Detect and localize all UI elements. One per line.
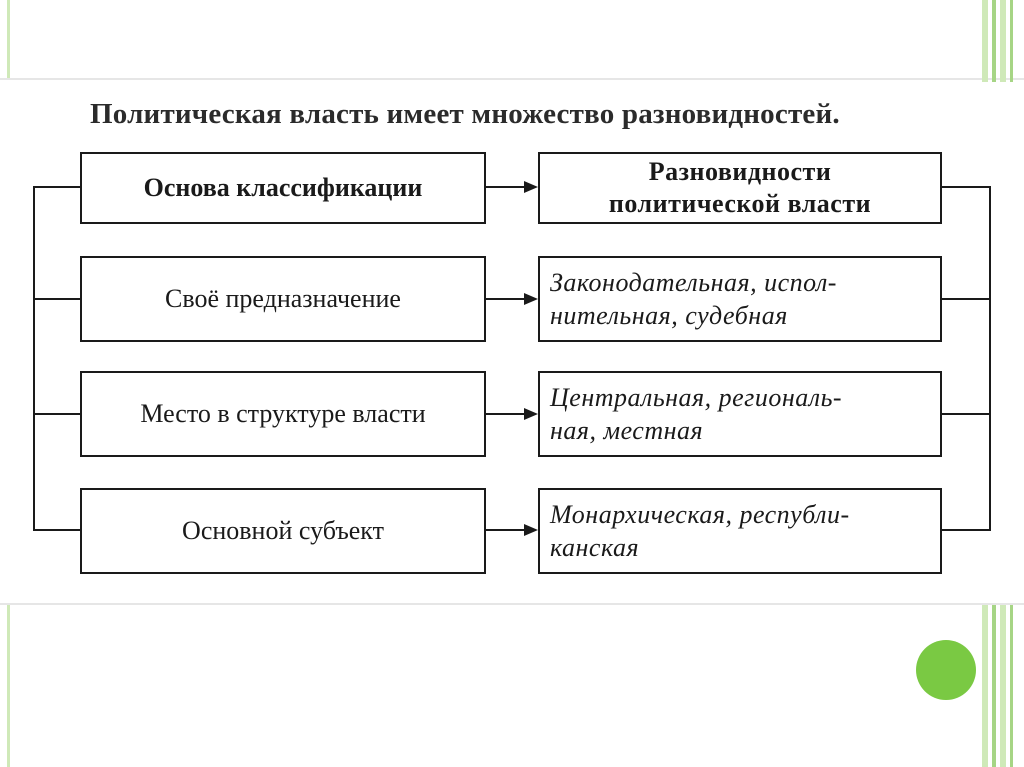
arrow-icon-2 xyxy=(486,293,538,305)
diagram-heading: Политическая власть имеет множество разн… xyxy=(90,98,840,130)
basis-box-purpose: Своё предназначение xyxy=(80,256,486,342)
basis-label: Своё предназначение xyxy=(165,284,401,313)
types-box-main-subject: Монархическая, республи- канская xyxy=(538,488,942,574)
types-box-purpose: Законодательная, испол- нительная, судеб… xyxy=(538,256,942,342)
types-line1: Законодательная, испол- xyxy=(550,268,837,297)
left-bracket-vertical xyxy=(33,187,35,531)
left-bracket-tick-4 xyxy=(33,529,81,531)
power-types-header-line1: Разновидности xyxy=(648,157,832,186)
basis-box-main-subject: Основной субъект xyxy=(80,488,486,574)
right-bracket-vertical xyxy=(989,187,991,531)
right-bracket-tick-2 xyxy=(941,298,991,300)
right-bracket-tick-1 xyxy=(941,186,991,188)
basis-label: Место в структуре власти xyxy=(140,399,426,428)
arrow-icon-4 xyxy=(486,524,538,536)
types-line2: нительная, судебная xyxy=(550,301,788,330)
types-box-structure-place: Центральная, региональ- ная, местная xyxy=(538,371,942,457)
green-circle-decoration xyxy=(916,640,976,700)
types-line2: канская xyxy=(550,533,640,562)
types-line1: Центральная, региональ- xyxy=(550,383,843,412)
arrow-icon-1 xyxy=(486,181,538,193)
left-bracket-tick-2 xyxy=(33,298,81,300)
left-bracket-tick-1 xyxy=(33,186,81,188)
classification-basis-header: Основа классификации xyxy=(80,152,486,224)
types-line2: ная, местная xyxy=(550,416,704,445)
power-types-header-line2: политической власти xyxy=(608,189,872,218)
left-bracket-tick-3 xyxy=(33,413,81,415)
classification-basis-header-label: Основа классификации xyxy=(143,173,423,202)
right-bracket-tick-4 xyxy=(941,529,991,531)
types-line1: Монархическая, республи- xyxy=(550,500,850,529)
basis-label: Основной субъект xyxy=(182,516,384,545)
power-types-header: Разновидности политической власти xyxy=(538,152,942,224)
right-bracket-tick-3 xyxy=(941,413,991,415)
basis-box-structure-place: Место в структуре власти xyxy=(80,371,486,457)
arrow-icon-3 xyxy=(486,408,538,420)
